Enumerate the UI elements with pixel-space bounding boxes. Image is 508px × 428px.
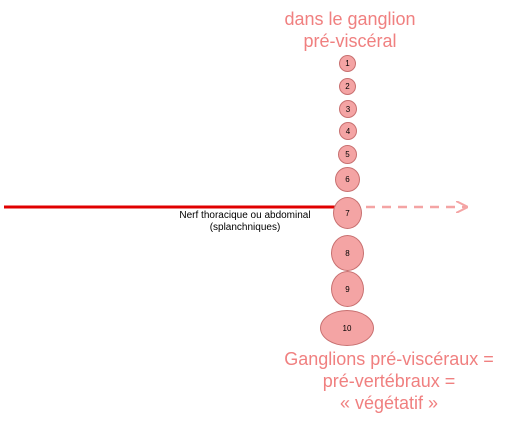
bottom-caption-line-3: « végétatif » (339, 393, 439, 413)
bottom-caption-line-1: Ganglions pré-viscéraux = (284, 349, 494, 369)
top-caption: dans le ganglion pré-viscéral (250, 8, 450, 52)
bottom-caption: Ganglions pré-viscéraux = pré-vertébraux… (270, 348, 508, 414)
ganglion-9-label: 9 (345, 284, 350, 294)
ganglion-3-label: 3 (345, 104, 351, 114)
bottom-caption-line-2: pré-vertébraux = (322, 371, 456, 391)
ganglion-7: 7 (333, 197, 362, 229)
ganglion-1: 1 (339, 55, 356, 72)
ganglion-4: 4 (339, 122, 357, 140)
ganglion-5: 5 (338, 145, 357, 164)
ganglion-8-label: 8 (345, 248, 350, 258)
ganglion-4-label: 4 (345, 126, 351, 136)
ganglion-6: 6 (335, 167, 360, 192)
ganglion-1-label: 1 (345, 59, 350, 68)
ganglion-3: 3 (339, 100, 357, 118)
top-caption-line-2: pré-viscéral (303, 31, 397, 51)
ganglion-2-label: 2 (345, 82, 350, 91)
nerve-label: Nerf thoracique ou abdominal (splanchniq… (150, 210, 340, 234)
nerve-label-line-1: Nerf thoracique ou abdominal (179, 210, 311, 221)
ganglion-8: 8 (331, 235, 364, 271)
ganglion-6-label: 6 (345, 175, 350, 184)
ganglion-2: 2 (339, 78, 356, 95)
ganglion-10-label: 10 (342, 323, 352, 333)
ganglion-9: 9 (331, 271, 364, 307)
ganglion-5-label: 5 (345, 150, 350, 159)
nerve-label-line-2: (splanchniques) (209, 222, 281, 233)
ganglion-7-label: 7 (345, 208, 350, 218)
ganglion-10: 10 (320, 310, 374, 346)
top-caption-line-1: dans le ganglion (284, 9, 416, 29)
